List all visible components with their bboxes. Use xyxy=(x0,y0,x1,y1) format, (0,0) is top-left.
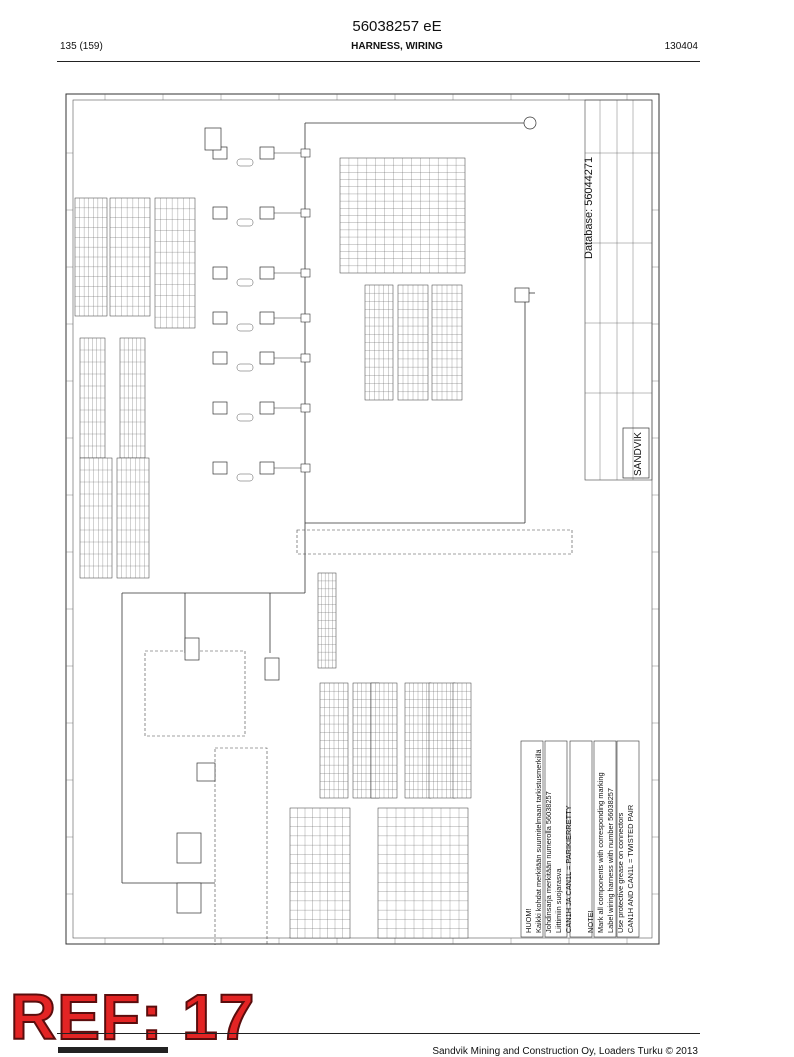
pinout-tables xyxy=(74,157,472,939)
connector-body xyxy=(514,287,530,303)
connector-body xyxy=(212,351,228,365)
splice-box xyxy=(300,463,311,473)
connector-round xyxy=(204,127,222,151)
note-en-line-1: Mark all components with corresponding m… xyxy=(596,772,605,933)
page-title: HARNESS, WIRING xyxy=(351,41,443,52)
dashed-region xyxy=(296,529,573,555)
database-number: Database: 56044271 xyxy=(583,157,595,259)
connector-body xyxy=(259,461,275,475)
connector-round xyxy=(176,832,202,864)
splice-box xyxy=(300,268,311,278)
footer-rule xyxy=(57,1033,700,1034)
connector-body xyxy=(259,266,275,280)
document-number: 56038257 eE xyxy=(352,18,442,35)
connector-body xyxy=(259,401,275,415)
label-tag xyxy=(236,278,254,287)
note-en-heading: NOTE! xyxy=(586,910,595,933)
connector-body xyxy=(212,401,228,415)
label-tag xyxy=(236,323,254,332)
title-block: SANDVIK Database: 56044271 xyxy=(583,99,653,481)
label-tag xyxy=(236,158,254,167)
note-en-line-2: Label wiring harness with number 5603825… xyxy=(606,788,615,933)
label-tag xyxy=(236,363,254,372)
note-fi-line-3: Liittimiin suojarasva xyxy=(554,868,563,933)
connector-body xyxy=(259,311,275,325)
page-number: 135 (159) xyxy=(60,41,103,52)
note-fi-heading: HUOM! xyxy=(524,908,533,933)
connector-body xyxy=(259,146,275,160)
dashed-region xyxy=(144,650,246,737)
connector-group xyxy=(176,116,537,914)
drawing-inner-frame xyxy=(72,99,653,939)
connector-round xyxy=(176,882,202,914)
note-fi-line-4: CAN1H JA CAN1L = PARIKIERRETTY xyxy=(564,805,573,933)
splice-box xyxy=(300,403,311,413)
header-date: 130404 xyxy=(664,41,698,52)
note-en-line-3: Use protective grease on connectors xyxy=(616,812,625,933)
reference-stamp: REF: 17 xyxy=(9,981,256,1053)
footer-copyright: Sandvik Mining and Construction Oy, Load… xyxy=(432,1046,698,1057)
note-fi-line-2: Johdinsarja merkitään numerolla 56038257 xyxy=(544,791,553,933)
connector-body xyxy=(212,266,228,280)
connector-body xyxy=(259,351,275,365)
notes-box: HUOM! Kaikki kohdat merkitään suunnitelm… xyxy=(520,740,640,938)
connector-body xyxy=(264,657,280,681)
note-fi-line-1: Kaikki kohdat merkitään suunnitelmaan ta… xyxy=(534,748,543,933)
label-tag xyxy=(236,473,254,482)
note-en-line-4: CAN1H AND CAN1L = TWISTED PAIR xyxy=(626,805,635,933)
connector-body xyxy=(212,206,228,220)
label-tag xyxy=(236,413,254,422)
label-tag xyxy=(236,218,254,227)
connector-body xyxy=(196,762,216,782)
connector-body xyxy=(184,637,200,661)
header-rule xyxy=(57,61,700,62)
connector-body xyxy=(212,461,228,475)
splice-box xyxy=(300,148,311,158)
sandvik-logo-text: SANDVIK xyxy=(633,432,644,476)
connector-round xyxy=(523,116,537,130)
drawing-frame xyxy=(65,93,660,945)
connector-body xyxy=(212,311,228,325)
wiring-diagram: SANDVIK Database: 56044271 HUOM! Kaikki … xyxy=(65,93,660,945)
frame-ticks xyxy=(66,94,659,944)
dashed-region xyxy=(214,747,268,945)
splice-box xyxy=(300,208,311,218)
connector-body xyxy=(259,206,275,220)
splice-box xyxy=(300,353,311,363)
sandvik-logo xyxy=(58,1047,168,1053)
splice-box xyxy=(300,313,311,323)
